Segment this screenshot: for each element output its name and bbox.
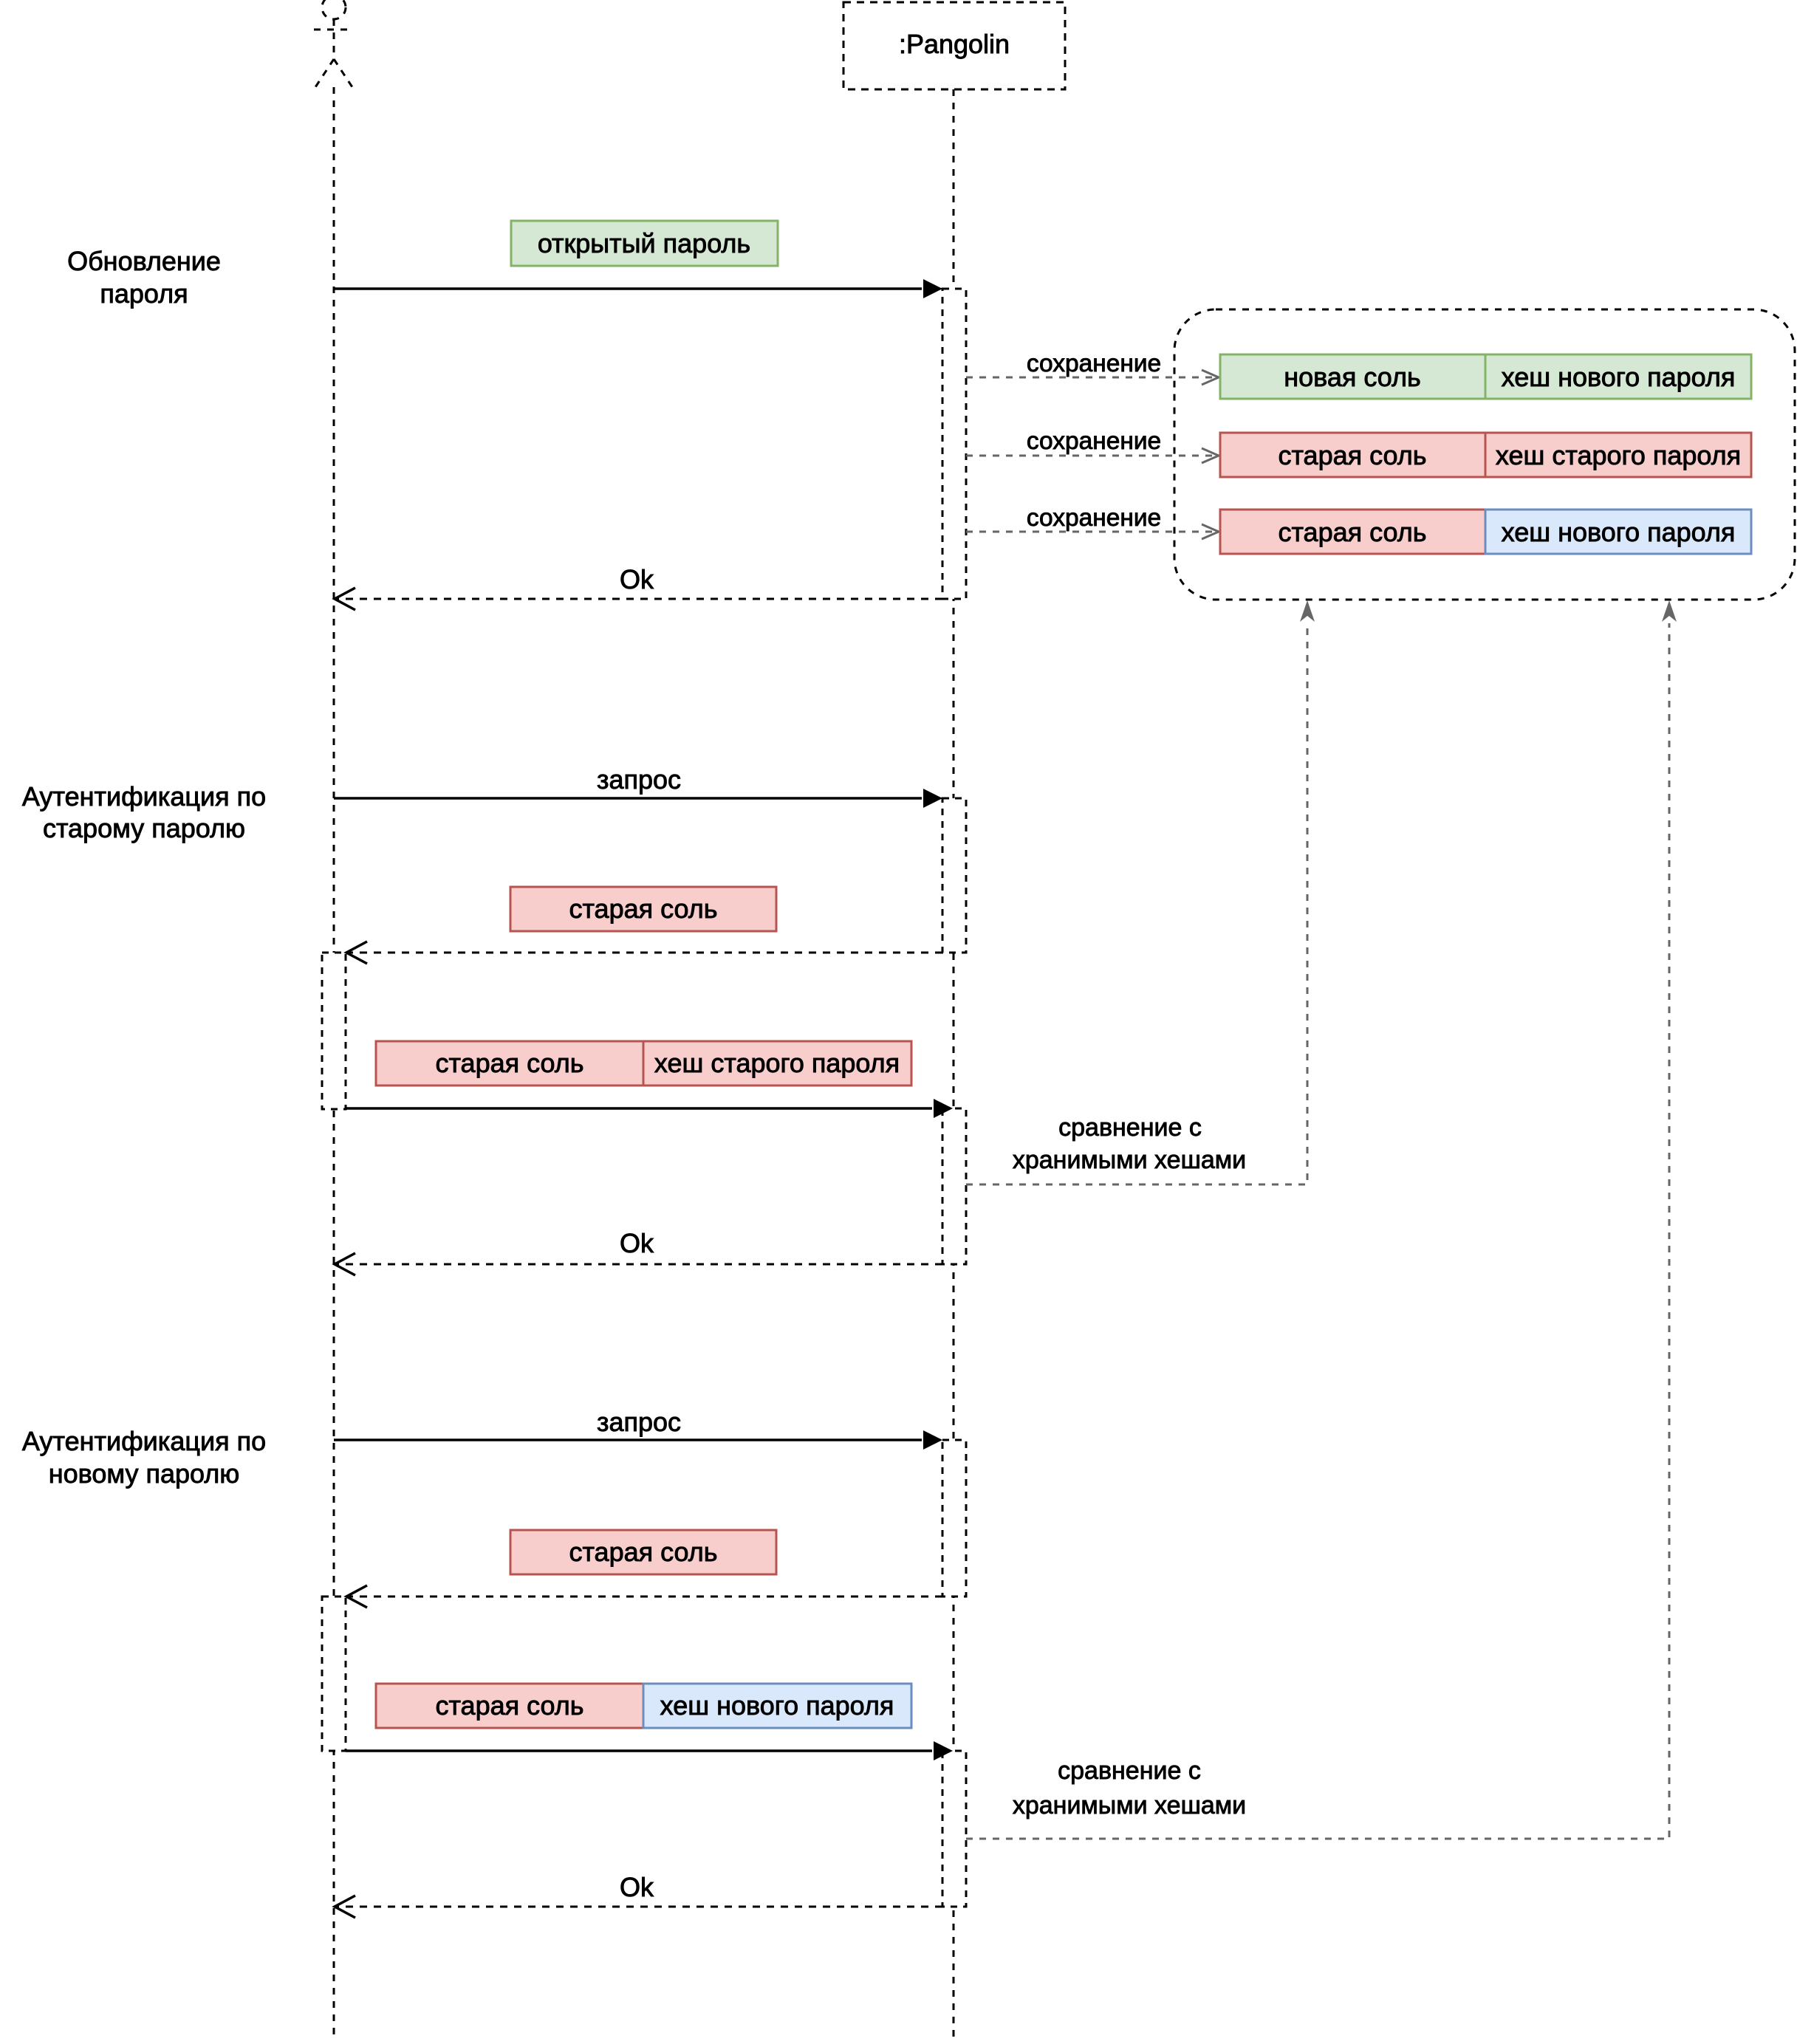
- svg-text:хеш нового пароля: хеш нового пароля: [660, 1690, 894, 1721]
- svg-text:сохранение: сохранение: [1027, 504, 1161, 532]
- svg-text:Ok: Ok: [620, 1228, 654, 1258]
- svg-text:открытый пароль: открытый пароль: [538, 228, 750, 258]
- svg-text:Ok: Ok: [620, 564, 654, 594]
- svg-text:хеш нового пароля: хеш нового пароля: [1502, 362, 1736, 392]
- svg-text:старому паролю: старому паролю: [43, 813, 245, 843]
- svg-text:Аутентификация по: Аутентификация по: [22, 1426, 266, 1456]
- svg-text:хеш старого пароля: хеш старого пароля: [654, 1048, 900, 1078]
- svg-text:Ok: Ok: [620, 1872, 654, 1902]
- svg-text:сравнение с: сравнение с: [1058, 1757, 1201, 1785]
- svg-text:старая соль: старая соль: [435, 1690, 583, 1721]
- svg-text:хеш старого пароля: хеш старого пароля: [1496, 440, 1741, 470]
- svg-text:новая соль: новая соль: [1284, 362, 1421, 392]
- svg-text:запрос: запрос: [597, 1407, 681, 1437]
- svg-text:хеш нового пароля: хеш нового пароля: [1502, 517, 1736, 547]
- svg-text:старая соль: старая соль: [1278, 440, 1426, 470]
- svg-text:хранимыми хешами: хранимыми хешами: [1013, 1146, 1246, 1174]
- svg-text:запрос: запрос: [597, 764, 681, 795]
- svg-text:пароля: пароля: [100, 278, 188, 309]
- svg-text:хранимыми хешами: хранимыми хешами: [1013, 1791, 1246, 1820]
- svg-text:сохранение: сохранение: [1027, 428, 1161, 455]
- svg-text:старая соль: старая соль: [1278, 517, 1426, 547]
- svg-text:старая соль: старая соль: [569, 1537, 717, 1567]
- svg-text:сравнение с: сравнение с: [1058, 1114, 1202, 1142]
- svg-text:старая соль: старая соль: [435, 1048, 583, 1078]
- svg-text::Pangolin: :Pangolin: [899, 29, 1010, 59]
- svg-text:старая соль: старая соль: [569, 894, 717, 924]
- svg-text:сохранение: сохранение: [1027, 350, 1161, 377]
- svg-text:новому паролю: новому паролю: [49, 1458, 240, 1489]
- svg-text:Обновление: Обновление: [67, 246, 221, 276]
- svg-text:Аутентификация по: Аутентификация по: [22, 781, 266, 812]
